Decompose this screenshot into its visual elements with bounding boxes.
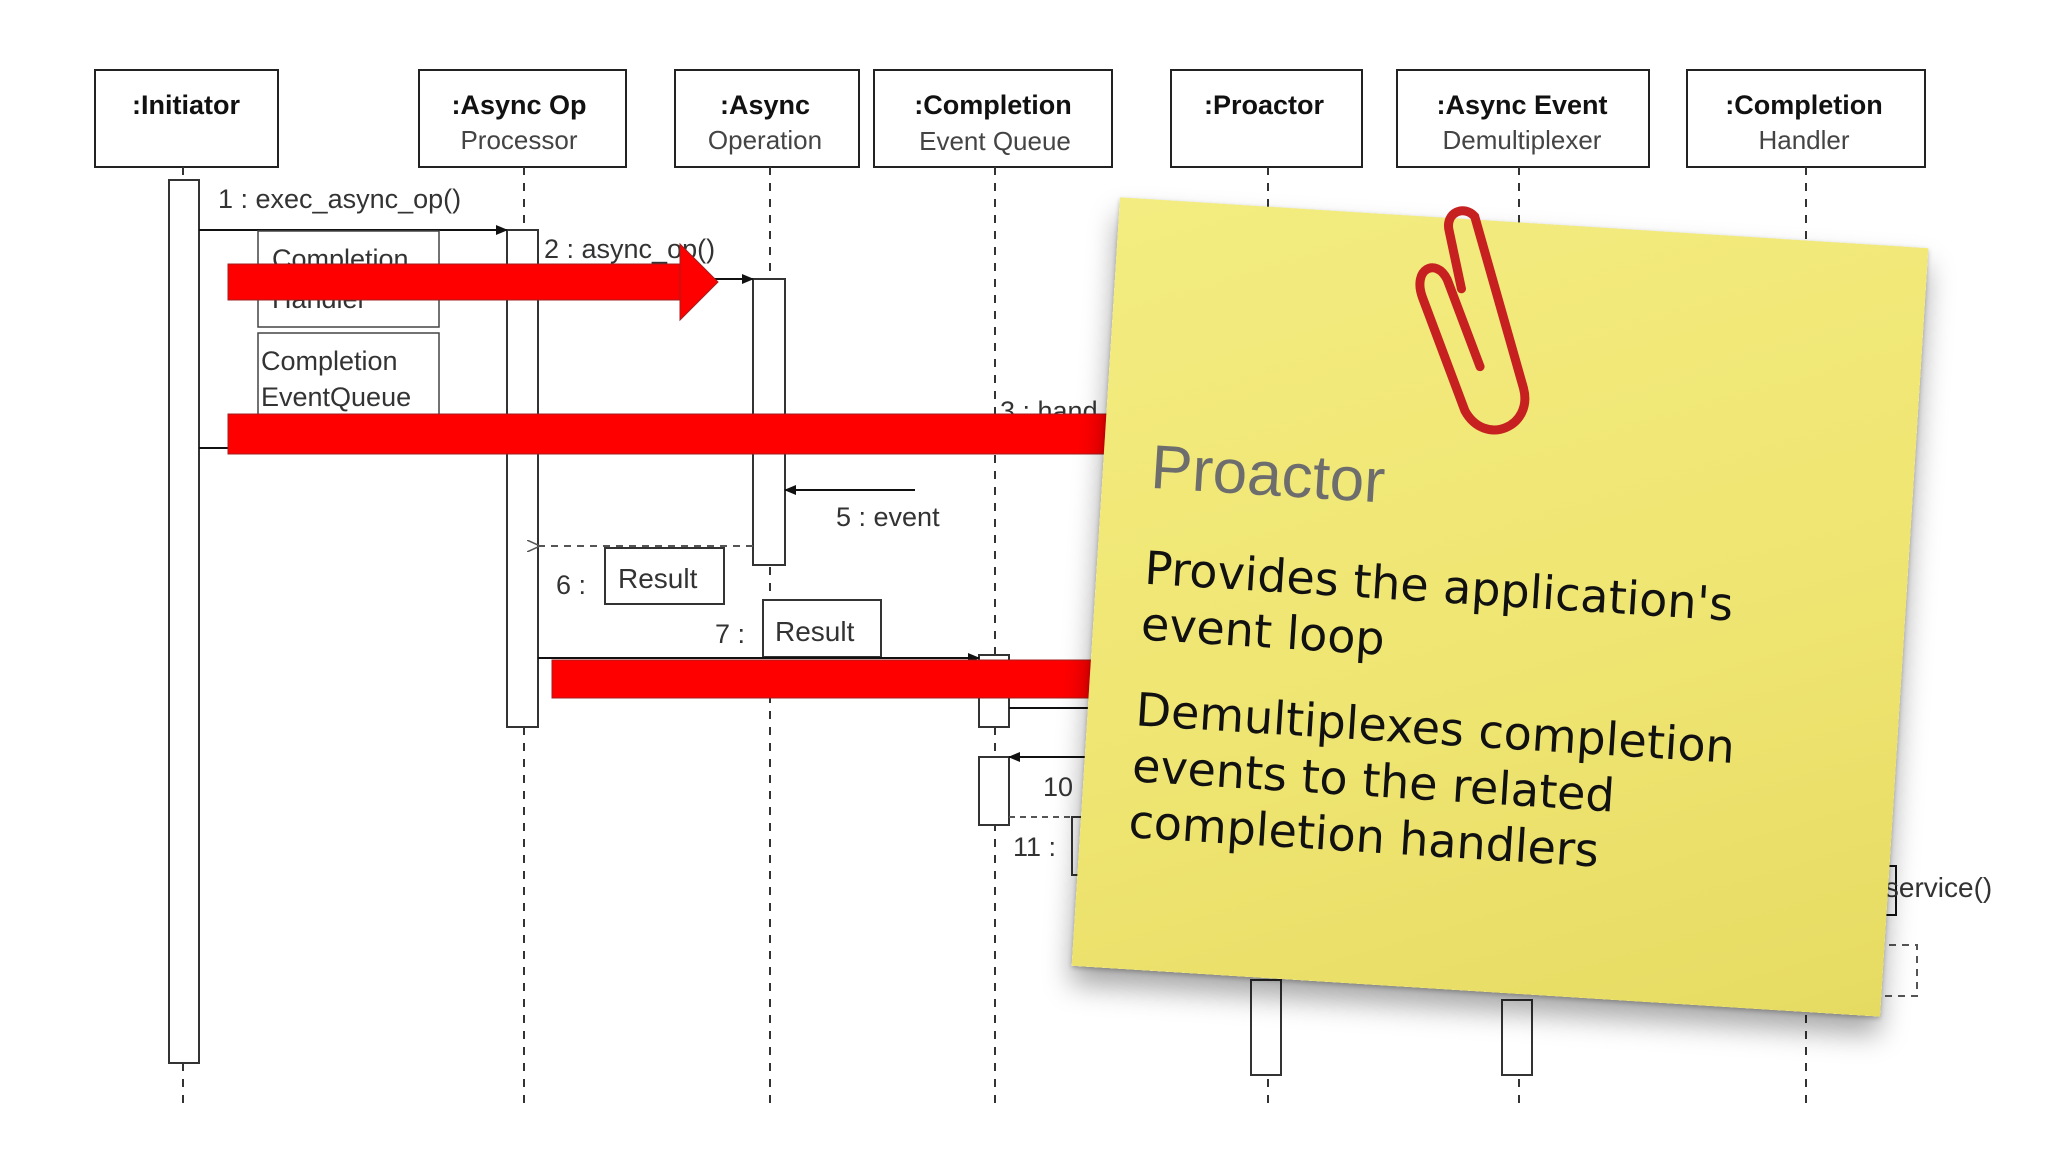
lifeline-async-op-processor: :Async Op Processor [418, 69, 627, 168]
lifeline-completion-handler: :Completion Handler [1686, 69, 1926, 168]
message-label-1: 1 : exec_async_op() [218, 184, 461, 214]
result-box-7: Result [762, 599, 882, 658]
message-label-11: 11 : [1013, 832, 1056, 862]
param-box-text: Completion [261, 346, 398, 376]
lifeline-title: :Completion [914, 90, 1071, 120]
lifeline-async-event-demultiplexer: :Async Event Demultiplexer [1396, 69, 1650, 168]
note-title: Proactor [1148, 432, 1388, 517]
lifeline-subtitle: Operation [708, 125, 822, 155]
lifeline-title: :Async Op [451, 90, 586, 120]
note-body: Provides the application's event loop De… [1125, 540, 1875, 925]
lifeline-async-operation: :Async Operation [674, 69, 860, 168]
lifeline-subtitle: Processor [460, 125, 577, 155]
message-label-6: 6 : [556, 570, 586, 600]
result-box-6: Result [604, 547, 725, 605]
message-label-10: 10 [1043, 772, 1073, 802]
highlight-bar-2 [227, 413, 1129, 455]
message-arrow-14 [1850, 944, 1918, 997]
param-box-text: EventQueue [261, 382, 411, 412]
lifeline-title: :Completion [1725, 90, 1882, 120]
result-text: Result [775, 616, 855, 647]
lifeline-completion-event-queue: :Completion Event Queue [873, 69, 1113, 168]
lifeline-subtitle: Event Queue [919, 126, 1071, 156]
param-box-completion-event-queue: Completion EventQueue [257, 332, 440, 417]
lifeline-title: :Initiator [132, 90, 240, 120]
note-point-1: Provides the application's event loop [1139, 540, 1735, 666]
lifeline-title: :Proactor [1204, 90, 1325, 120]
highlight-bar-3 [551, 659, 1113, 699]
lifeline-subtitle: Demultiplexer [1443, 125, 1602, 155]
note-point-2: Demultiplexes completion events to the r… [1127, 682, 1737, 878]
lifeline-subtitle: Handler [1758, 125, 1849, 155]
paperclip-icon [1415, 206, 1530, 435]
lifeline-proactor: :Proactor [1170, 69, 1363, 168]
lifeline-initiator: :Initiator [94, 69, 279, 168]
highlight-arrow-1 [227, 242, 719, 322]
lifeline-title: :Async [720, 90, 810, 120]
message-label-7: 7 : [715, 619, 745, 649]
lifeline-title: :Async Event [1436, 90, 1607, 120]
result-text: Result [618, 563, 698, 594]
message-label-5: 5 : event [836, 502, 940, 532]
